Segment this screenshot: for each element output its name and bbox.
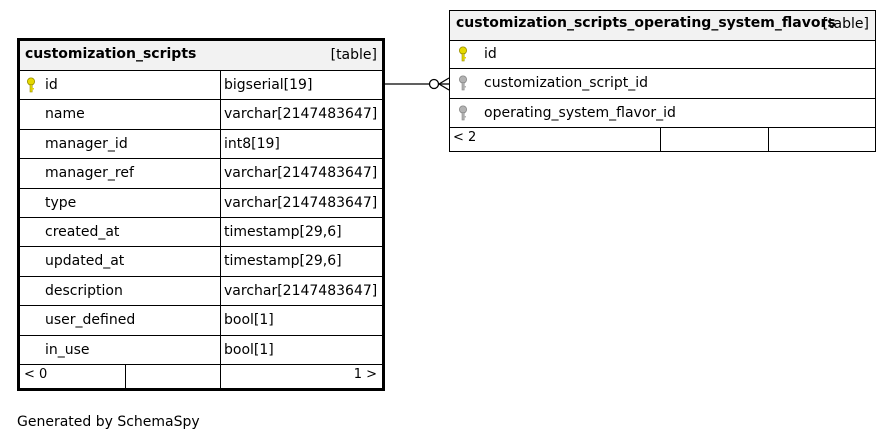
- column-type: bool[1]: [224, 341, 274, 358]
- table-kind: [table]: [330, 47, 377, 63]
- column-name: id: [484, 46, 497, 62]
- table-customization-scripts[interactable]: customization_scripts [table] id bigseria…: [17, 38, 385, 391]
- column-row-id: id: [450, 40, 875, 70]
- column-type: varchar[2147483647]: [224, 282, 378, 299]
- table-footer: < 2: [450, 128, 875, 151]
- column-row-type: type varchar[2147483647]: [20, 188, 382, 218]
- column-type: varchar[2147483647]: [224, 106, 378, 123]
- column-type: bool[1]: [224, 312, 274, 329]
- column-name: operating_system_flavor_id: [484, 104, 676, 121]
- column-type: timestamp[29,6]: [224, 253, 342, 270]
- primary-key-icon: [458, 46, 468, 66]
- column-name: in_use: [45, 341, 90, 358]
- column-type: varchar[2147483647]: [224, 194, 378, 211]
- column-name: description: [45, 282, 123, 299]
- column-row-description: description varchar[2147483647]: [20, 276, 382, 307]
- primary-key-icon: [26, 77, 36, 97]
- column-row-updated-at: updated_at timestamp[29,6]: [20, 247, 382, 277]
- table-header: customization_scripts_operating_system_f…: [450, 11, 875, 41]
- column-name: updated_at: [45, 253, 125, 270]
- column-type: bigserial[19]: [224, 77, 313, 93]
- column-type: int8[19]: [224, 135, 280, 152]
- table-customization-scripts-operating-system-flavors[interactable]: customization_scripts_operating_system_f…: [449, 10, 876, 152]
- parents-count: < 2: [453, 130, 477, 145]
- column-row-customization-script-id: customization_script_id: [450, 69, 875, 99]
- column-row-created-at: created_at timestamp[29,6]: [20, 218, 382, 248]
- column-type: timestamp[29,6]: [224, 224, 342, 240]
- table-name: customization_scripts: [25, 46, 197, 62]
- column-row-operating-system-flavor-id: operating_system_flavor_id: [450, 99, 875, 128]
- children-count: 1 >: [353, 367, 377, 382]
- column-row-id: id bigserial[19]: [20, 71, 382, 101]
- column-name: user_defined: [45, 312, 136, 329]
- column-name: created_at: [45, 224, 120, 240]
- column-name: type: [45, 194, 77, 211]
- generated-by-caption: Generated by SchemaSpy: [17, 414, 200, 430]
- column-row-manager-id: manager_id int8[19]: [20, 129, 382, 160]
- column-row-name: name varchar[2147483647]: [20, 100, 382, 130]
- table-footer: < 0 1 >: [20, 365, 382, 388]
- column-row-in-use: in_use bool[1]: [20, 335, 382, 365]
- column-name: manager_ref: [45, 165, 134, 182]
- column-row-user-defined: user_defined bool[1]: [20, 306, 382, 336]
- crowfoot-zero-marker: [428, 78, 440, 90]
- column-name: manager_id: [45, 135, 128, 152]
- column-name: name: [45, 106, 85, 123]
- foreign-key-icon: [458, 105, 468, 125]
- column-name: id: [45, 77, 58, 93]
- foreign-key-icon: [458, 75, 468, 95]
- parents-count: < 0: [24, 367, 48, 382]
- table-name: customization_scripts_operating_system_f…: [456, 15, 836, 31]
- crowfoot-upper: [438, 77, 450, 85]
- column-row-manager-ref: manager_ref varchar[2147483647]: [20, 159, 382, 189]
- column-type: varchar[2147483647]: [224, 165, 378, 182]
- table-header: customization_scripts [table]: [20, 41, 382, 71]
- column-name: customization_script_id: [484, 75, 648, 92]
- table-kind: [table]: [822, 16, 869, 32]
- crowfoot-lower: [438, 83, 450, 91]
